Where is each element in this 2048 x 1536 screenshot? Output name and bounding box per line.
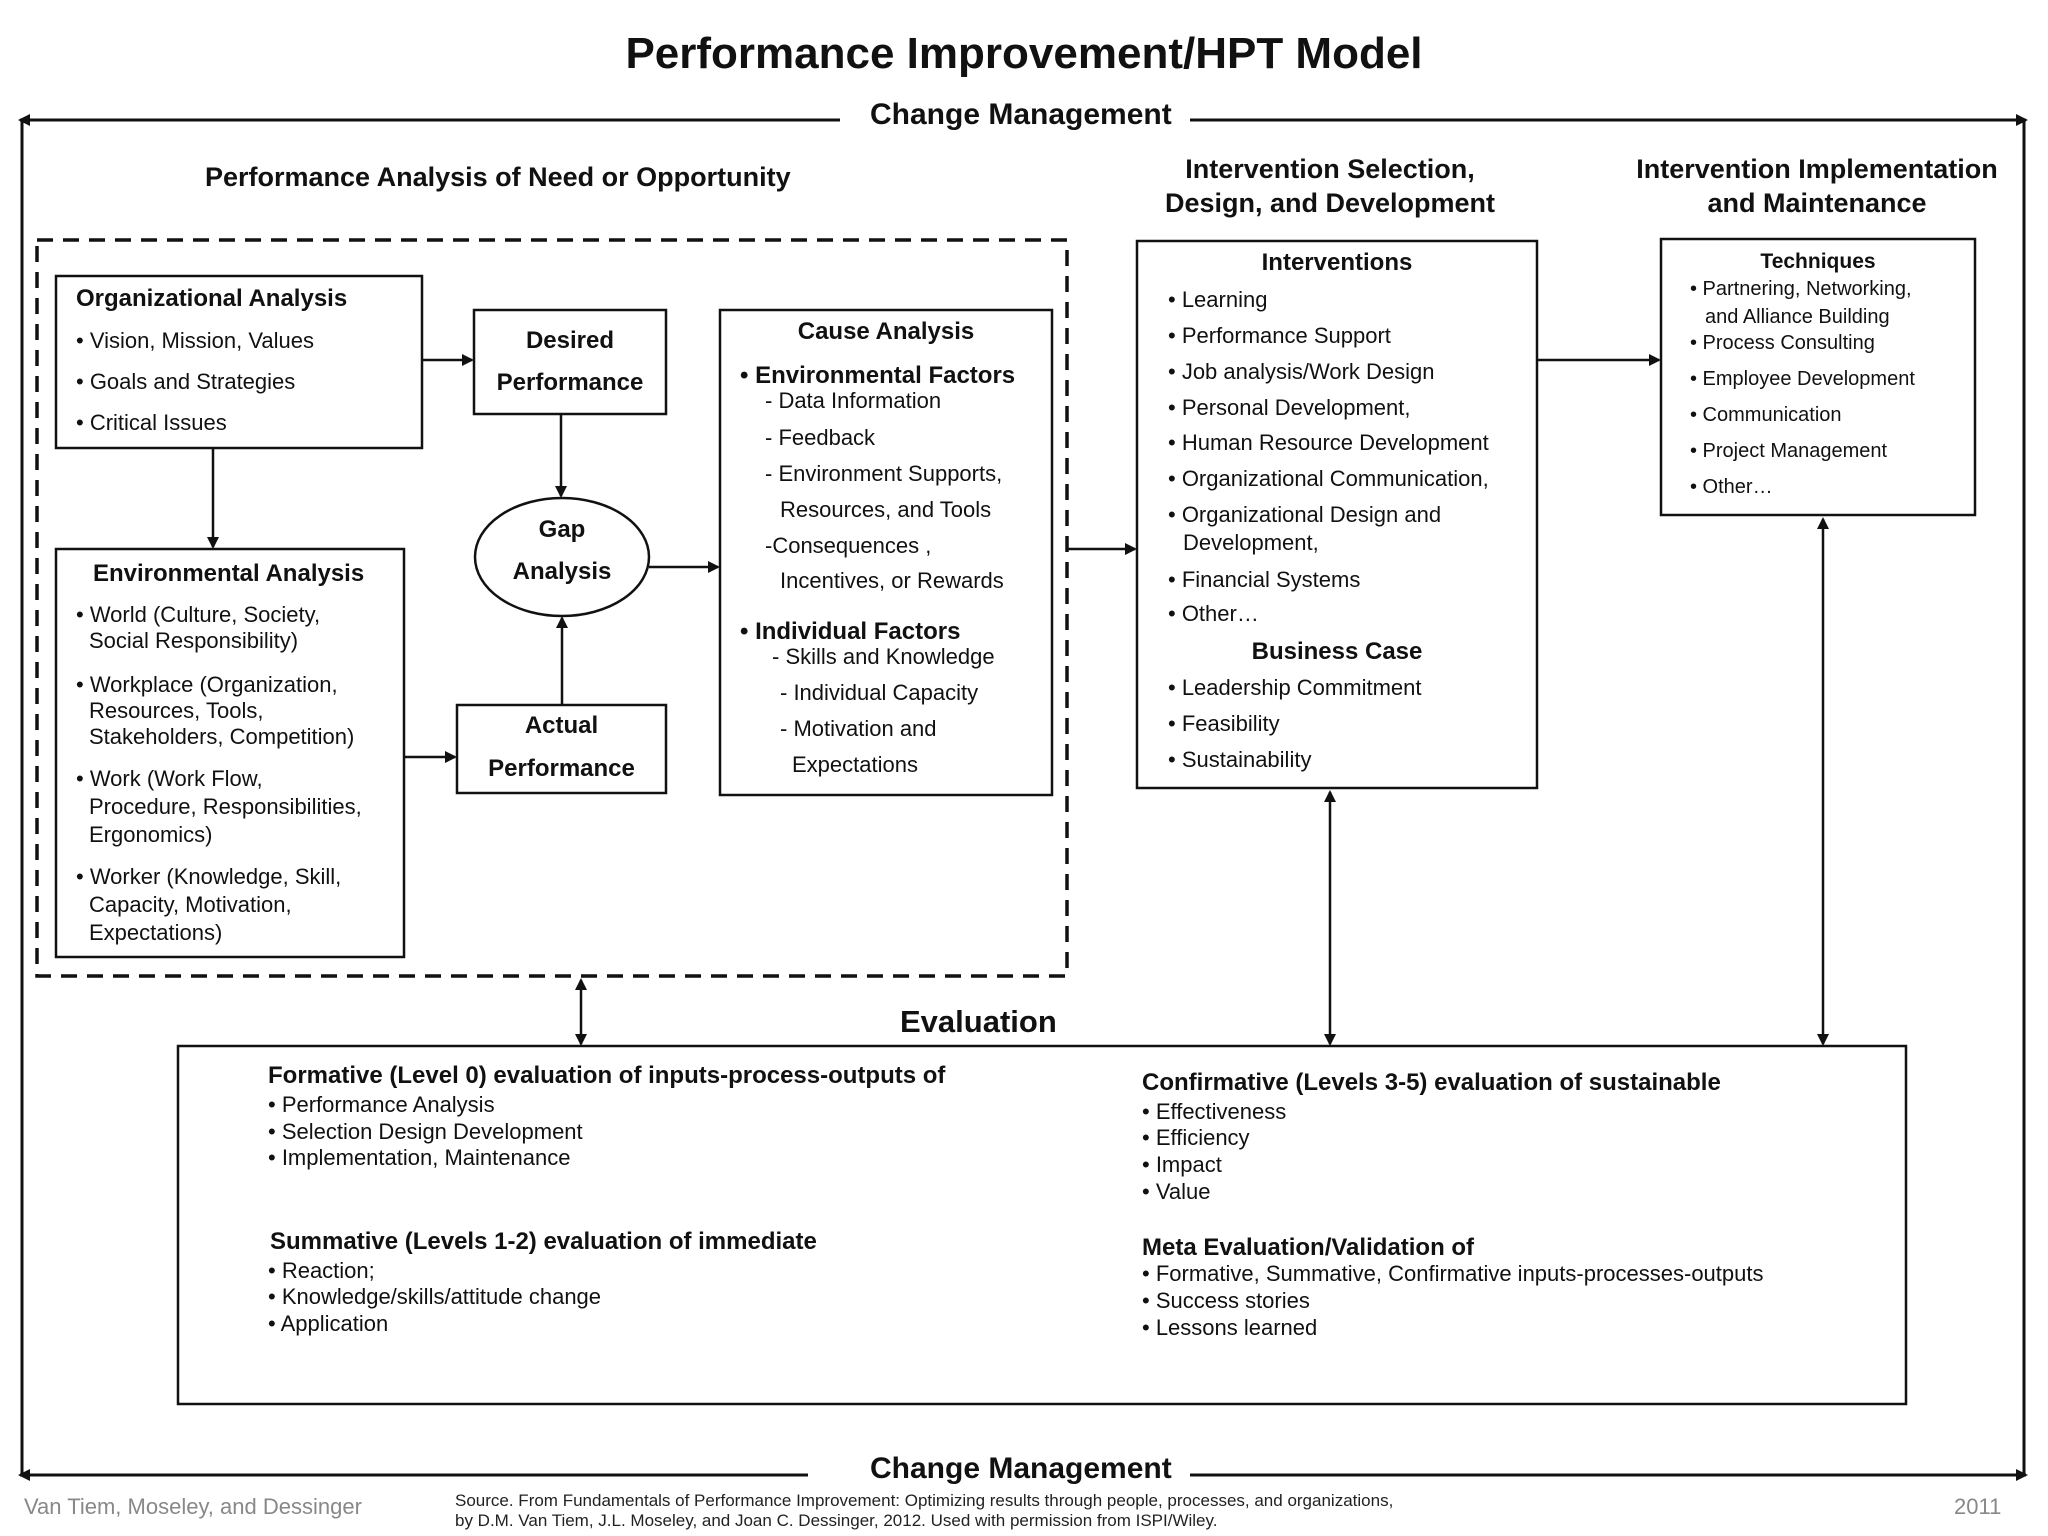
env-analysis-box [54, 547, 406, 959]
change-management-frame [18, 114, 2028, 1481]
interventions-box [1135, 239, 1539, 790]
technique-item: • Communication [1690, 404, 1842, 426]
business-case-item: • Sustainability [1168, 747, 1312, 772]
confirmative-item: • Value [1142, 1179, 1211, 1204]
technique-item: • Other… [1690, 476, 1773, 498]
evaluation-box [176, 1044, 1908, 1406]
gap-analysis-label-1: Gap [538, 516, 586, 543]
summative-item: • Application [268, 1311, 389, 1336]
cause-env-item: Incentives, or Rewards [780, 568, 1004, 593]
cause-env-item: -Consequences , [765, 533, 932, 558]
summative-heading: Summative (Levels 1-2) evaluation of imm… [270, 1228, 817, 1255]
cause-analysis-box [718, 308, 1054, 797]
intervention-item: • Organizational Communication, [1168, 466, 1489, 491]
meta-evaluation-heading: Meta Evaluation/Validation of [1142, 1234, 1475, 1261]
cause-env-item: - Feedback [765, 425, 876, 450]
section-implementation-title-2: and Maintenance [1707, 188, 1927, 218]
intervention-item: • Human Resource Development [1168, 430, 1489, 455]
formative-item: • Implementation, Maintenance [268, 1145, 571, 1170]
desired-performance-box [472, 308, 668, 416]
desired-performance-label-2: Performance [496, 369, 644, 396]
cause-ind-item: - Motivation and [780, 716, 937, 741]
change-management-top-label: Change Management [856, 100, 1186, 130]
summative-item: • Reaction; [268, 1258, 375, 1283]
section-analysis-title: Performance Analysis of Need or Opportun… [205, 162, 791, 192]
intervention-item: Development, [1183, 530, 1319, 555]
footer-source-line-2: by D.M. Van Tiem, J.L. Moseley, and Joan… [455, 1511, 1218, 1530]
env-analysis-line: Resources, Tools, [89, 698, 264, 723]
formative-item: • Selection Design Development [268, 1119, 583, 1144]
cause-ind-item: - Skills and Knowledge [772, 644, 995, 669]
env-analysis-line: Social Responsibility) [89, 628, 299, 653]
intervention-item: • Organizational Design and [1168, 502, 1442, 527]
formative-heading: Formative (Level 0) evaluation of inputs… [268, 1062, 946, 1089]
env-analysis-line: • Workplace (Organization, [76, 672, 338, 697]
intervention-item: • Personal Development, [1168, 395, 1411, 420]
cause-ind-item: - Individual Capacity [780, 680, 979, 705]
footer-source-line-1: Source. From Fundamentals of Performance… [455, 1491, 1394, 1510]
footer-year: 2011 [1954, 1494, 2002, 1519]
meta-evaluation-item: • Lessons learned [1142, 1315, 1318, 1340]
section-selection-title-1: Intervention Selection, [1185, 154, 1475, 184]
technique-item: and Alliance Building [1705, 306, 1890, 328]
technique-item: • Process Consulting [1690, 332, 1875, 354]
meta-evaluation-item: • Formative, Summative, Confirmative inp… [1142, 1261, 1764, 1286]
org-analysis-item: • Critical Issues [76, 410, 227, 435]
org-analysis-heading: Organizational Analysis [76, 285, 348, 312]
intervention-item: • Financial Systems [1168, 567, 1361, 592]
interventions-heading: Interventions [1261, 249, 1413, 276]
summative-item: • Knowledge/skills/attitude change [268, 1284, 602, 1309]
cause-ind-heading: • Individual Factors [740, 618, 961, 645]
technique-item: • Project Management [1690, 440, 1888, 462]
env-analysis-line: Ergonomics) [89, 822, 213, 847]
env-analysis-line: Capacity, Motivation, [89, 892, 292, 917]
actual-performance-label-1: Actual [524, 712, 599, 739]
business-case-heading: Business Case [1251, 638, 1423, 665]
env-analysis-line: Expectations) [89, 920, 223, 945]
org-analysis-item: • Goals and Strategies [76, 369, 296, 394]
technique-item: • Partnering, Networking, [1690, 278, 1912, 300]
section-implementation-title-1: Intervention Implementation [1636, 154, 1998, 184]
techniques-box [1659, 237, 1977, 517]
intervention-item: • Job analysis/Work Design [1168, 359, 1435, 384]
env-analysis-line: • World (Culture, Society, [76, 602, 321, 627]
change-management-bottom-label: Change Management [856, 1454, 1186, 1484]
diagram-title: Performance Improvement/HPT Model [625, 29, 1423, 78]
cause-env-item: - Environment Supports, [765, 461, 1003, 486]
env-analysis-line: Procedure, Responsibilities, [89, 794, 362, 819]
env-analysis-line: • Worker (Knowledge, Skill, [76, 864, 342, 889]
gap-analysis-label-2: Analysis [512, 558, 612, 585]
footer-authors: Van Tiem, Moseley, and Dessinger [24, 1494, 362, 1519]
org-analysis-box [54, 274, 424, 450]
env-analysis-line: Stakeholders, Competition) [89, 724, 355, 749]
formative-item: • Performance Analysis [268, 1092, 495, 1117]
meta-evaluation-item: • Success stories [1142, 1288, 1310, 1313]
section-selection-title-2: Design, and Development [1164, 188, 1496, 218]
cause-ind-item: Expectations [792, 752, 918, 777]
env-analysis-heading: Environmental Analysis [93, 560, 365, 587]
env-analysis-line: • Work (Work Flow, [76, 766, 263, 791]
evaluation-label: Evaluation [900, 1004, 1057, 1039]
intervention-item: • Other… [1168, 601, 1259, 626]
cause-env-item: - Data Information [765, 388, 942, 413]
technique-item: • Employee Development [1690, 368, 1915, 390]
confirmative-item: • Impact [1142, 1152, 1222, 1177]
business-case-item: • Feasibility [1168, 711, 1280, 736]
actual-performance-label-2: Performance [488, 755, 635, 782]
intervention-item: • Performance Support [1168, 323, 1391, 348]
cause-env-heading: • Environmental Factors [740, 362, 1016, 389]
techniques-heading: Techniques [1760, 250, 1876, 273]
intervention-item: • Learning [1168, 287, 1268, 312]
org-analysis-item: • Vision, Mission, Values [76, 328, 314, 353]
confirmative-heading: Confirmative (Levels 3-5) evaluation of … [1142, 1069, 1721, 1096]
confirmative-item: • Effectiveness [1142, 1099, 1287, 1124]
desired-performance-label-1: Desired [525, 327, 615, 354]
business-case-item: • Leadership Commitment [1168, 675, 1422, 700]
confirmative-item: • Efficiency [1142, 1125, 1250, 1150]
cause-env-item: Resources, and Tools [780, 497, 992, 522]
cause-analysis-heading: Cause Analysis [797, 318, 975, 345]
